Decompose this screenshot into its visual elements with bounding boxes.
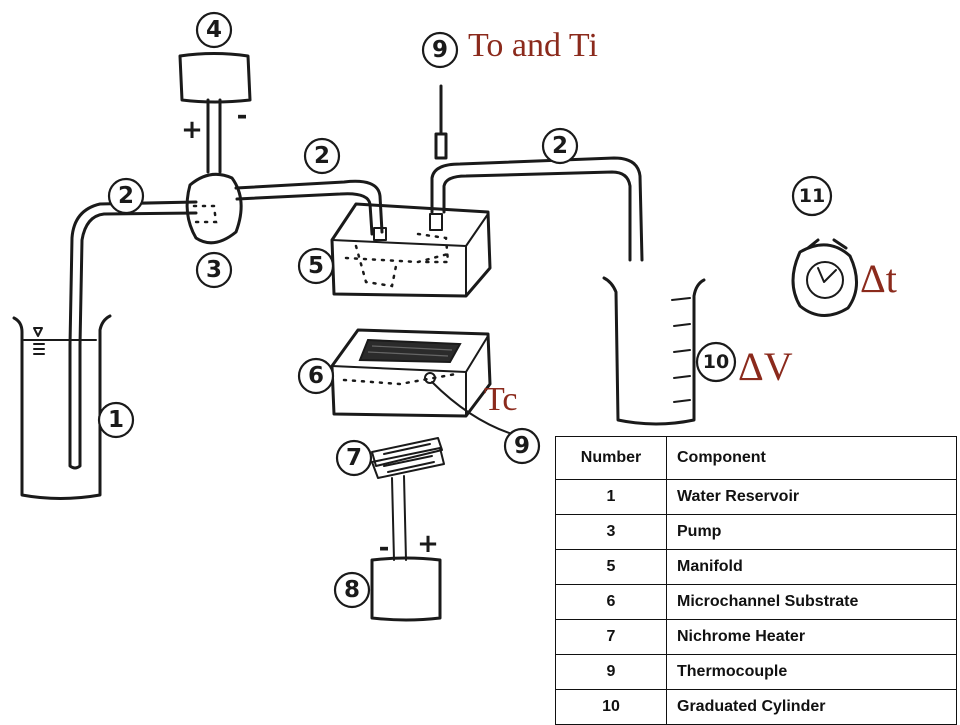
table-row: 1 Water Reservoir <box>555 479 957 515</box>
svg-text:2: 2 <box>118 183 134 209</box>
water-reservoir-beaker <box>12 314 112 500</box>
callout-6: 6 <box>297 357 335 395</box>
header-component: Component <box>666 436 957 480</box>
svg-text:5: 5 <box>308 253 324 279</box>
tube-pump-to-manifold <box>234 179 384 234</box>
microchannel-substrate <box>330 328 513 435</box>
row-number: 5 <box>555 549 667 585</box>
pump <box>185 172 243 245</box>
svg-text:2: 2 <box>552 133 568 159</box>
nichrome-heater <box>371 437 445 561</box>
svg-text:7: 7 <box>346 445 362 471</box>
svg-text:9: 9 <box>514 433 530 459</box>
to-and-ti-label: To and Ti <box>468 27 598 64</box>
row-number: 9 <box>555 654 667 690</box>
table-row: 10 Graduated Cylinder <box>555 689 957 725</box>
row-component: Pump <box>666 514 957 550</box>
callout-8: 8 <box>333 571 371 609</box>
callout-11: 11 <box>791 175 833 217</box>
callout-9-top: 9 <box>421 31 459 69</box>
header-number: Number <box>555 436 667 480</box>
row-component: Nichrome Heater <box>666 619 957 655</box>
callout-3: 3 <box>195 251 233 289</box>
heater-power-supply <box>370 556 442 622</box>
row-component: Water Reservoir <box>666 479 957 515</box>
callout-10: 10 <box>695 341 737 383</box>
svg-text:2: 2 <box>314 143 330 169</box>
row-number: 3 <box>555 514 667 550</box>
callout-2-right: 2 <box>541 127 579 165</box>
svg-text:10: 10 <box>703 351 729 373</box>
row-number: 10 <box>555 689 667 725</box>
row-component: Manifold <box>666 549 957 585</box>
minus-sign-bottom: - <box>379 533 390 563</box>
stopwatch-icon <box>791 238 858 317</box>
components-table: Number Component 1 Water Reservoir 3 Pum… <box>555 436 957 725</box>
power-supply <box>178 52 252 174</box>
plus-sign-bottom: + <box>417 529 439 559</box>
delta-v-label: ΔV <box>738 344 793 389</box>
svg-text:1: 1 <box>108 407 124 433</box>
callout-5: 5 <box>297 247 335 285</box>
callout-4: 4 <box>195 11 233 49</box>
svg-text:8: 8 <box>344 577 360 603</box>
table-row: 5 Manifold <box>555 549 957 585</box>
callout-1: 1 <box>97 401 135 439</box>
table-row: 7 Nichrome Heater <box>555 619 957 655</box>
row-component: Thermocouple <box>666 654 957 690</box>
delta-t-label: Δt <box>860 256 897 301</box>
table-row: 3 Pump <box>555 514 957 550</box>
svg-text:3: 3 <box>206 257 222 283</box>
svg-text:11: 11 <box>799 185 825 207</box>
svg-text:6: 6 <box>308 363 324 389</box>
minus-sign-top: - <box>237 101 248 131</box>
row-number: 1 <box>555 479 667 515</box>
row-number: 6 <box>555 584 667 620</box>
callout-9-bottom: 9 <box>503 427 541 465</box>
table-header-row: Number Component <box>555 436 957 480</box>
callout-2-middle: 2 <box>303 137 341 175</box>
manifold <box>330 202 492 298</box>
table-row: 6 Microchannel Substrate <box>555 584 957 620</box>
graduated-cylinder <box>602 276 706 426</box>
tube-reservoir-to-pump <box>68 200 198 347</box>
tc-label: Tc <box>484 381 518 418</box>
callout-2-left: 2 <box>107 177 145 215</box>
callout-7: 7 <box>335 439 373 477</box>
plus-sign-top: + <box>181 115 203 145</box>
row-number: 7 <box>555 619 667 655</box>
tube-manifold-to-cylinder <box>430 156 644 262</box>
svg-text:4: 4 <box>206 17 222 43</box>
svg-text:9: 9 <box>432 37 448 63</box>
row-component: Microchannel Substrate <box>666 584 957 620</box>
row-component: Graduated Cylinder <box>666 689 957 725</box>
table-row: 9 Thermocouple <box>555 654 957 690</box>
